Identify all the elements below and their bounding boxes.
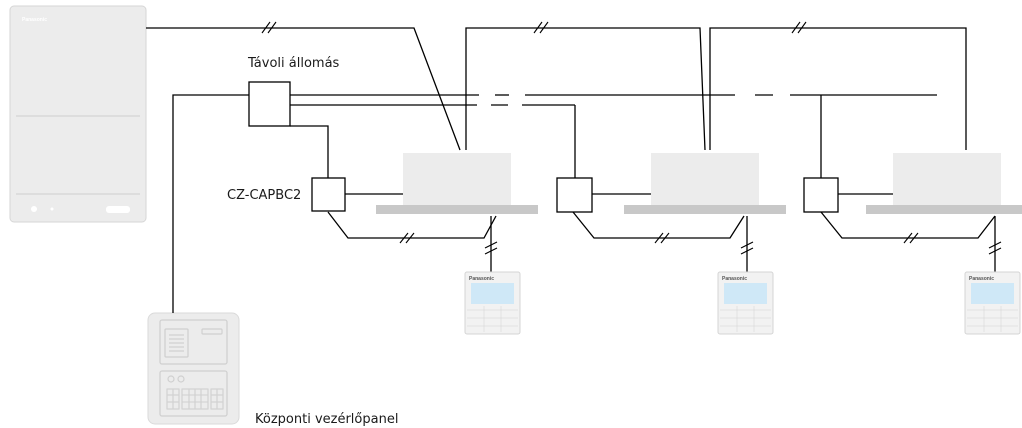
- remote-station-label: Távoli állomás: [247, 56, 340, 71]
- outdoor-unit-icon: Panasonic: [9, 5, 147, 223]
- remote-station-box: [248, 81, 291, 127]
- adapter-label: CZ-CAPBC2: [227, 188, 301, 203]
- controller-3-brand: Panasonic: [969, 276, 994, 282]
- wire-hatch-marks: [261, 21, 1002, 255]
- controller-1: Panasonic: [464, 271, 521, 335]
- controller-2: Panasonic: [717, 271, 774, 335]
- controller-3: Panasonic: [964, 271, 1021, 335]
- adapter-box-1: [311, 177, 346, 212]
- adapter-box-3: [803, 177, 839, 213]
- wiring: [146, 27, 996, 313]
- adapter-box-2: [556, 177, 593, 213]
- indoor-unit-3: [866, 153, 1022, 214]
- controller-2-brand: Panasonic: [722, 276, 747, 282]
- indoor-unit-2: [624, 153, 786, 214]
- central-panel-label: Központi vezérlőpanel: [255, 412, 398, 427]
- indoor-unit-1: [376, 153, 538, 214]
- central-panel-icon: [147, 312, 240, 425]
- outdoor-unit-brand: Panasonic: [22, 17, 47, 23]
- controller-1-brand: Panasonic: [469, 276, 494, 282]
